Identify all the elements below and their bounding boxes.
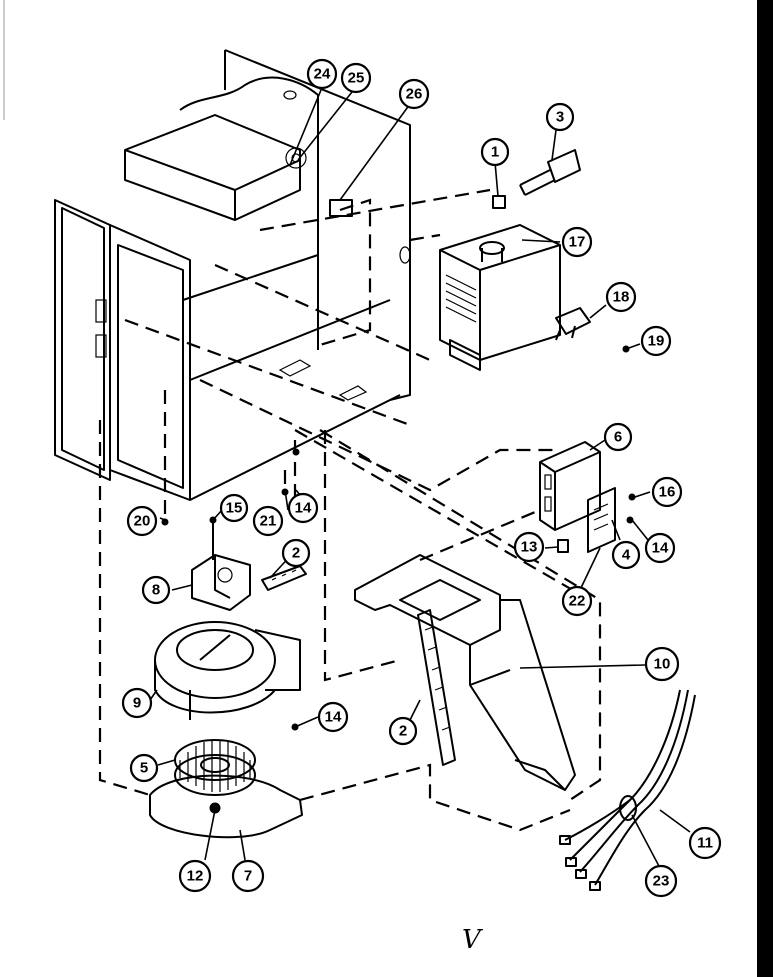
callout-11: 11 bbox=[688, 826, 722, 860]
callout-23: 23 bbox=[644, 864, 678, 898]
wire-harness bbox=[559, 689, 696, 891]
svg-text:6: 6 bbox=[614, 429, 622, 446]
callout-18: 18 bbox=[605, 281, 637, 313]
cabinet-chassis bbox=[54, 49, 411, 501]
svg-text:1: 1 bbox=[491, 144, 499, 161]
fan-blade bbox=[174, 739, 256, 796]
screw-21 bbox=[281, 488, 289, 496]
circuit-board bbox=[587, 487, 616, 553]
svg-text:2: 2 bbox=[292, 545, 300, 562]
callout-13: 13 bbox=[513, 531, 545, 563]
svg-text:11: 11 bbox=[697, 835, 713, 852]
fuse-13 bbox=[557, 539, 569, 553]
screw-20 bbox=[161, 518, 169, 526]
svg-text:18: 18 bbox=[613, 289, 630, 306]
callout-22: 22 bbox=[561, 585, 593, 617]
svg-text:17: 17 bbox=[569, 234, 586, 251]
callout-3: 3 bbox=[545, 102, 575, 132]
callout-14-center: 14 bbox=[287, 492, 319, 524]
callout-26: 26 bbox=[398, 78, 430, 110]
svg-text:5: 5 bbox=[140, 760, 148, 777]
bracket-horizontal bbox=[261, 565, 307, 591]
svg-text:10: 10 bbox=[654, 656, 671, 673]
magnetron bbox=[439, 224, 561, 371]
callout-24: 24 bbox=[306, 58, 338, 90]
svg-text:15: 15 bbox=[226, 500, 243, 517]
svg-text:14: 14 bbox=[325, 709, 342, 726]
air-duct bbox=[354, 554, 576, 791]
callout-25: 25 bbox=[340, 62, 372, 94]
callout-21: 21 bbox=[252, 505, 284, 537]
svg-text:26: 26 bbox=[406, 86, 423, 103]
svg-text:19: 19 bbox=[648, 333, 665, 350]
svg-text:8: 8 bbox=[152, 582, 160, 599]
callout-12: 12 bbox=[178, 859, 212, 893]
callout-8: 8 bbox=[141, 575, 171, 605]
svg-text:21: 21 bbox=[260, 513, 277, 530]
callout-19: 19 bbox=[640, 325, 672, 357]
callout-6: 6 bbox=[603, 422, 633, 452]
control-box bbox=[539, 441, 601, 531]
svg-text:23: 23 bbox=[653, 873, 670, 890]
callout-14-lower: 14 bbox=[317, 701, 349, 733]
svg-text:22: 22 bbox=[569, 593, 586, 610]
callout-20: 20 bbox=[126, 505, 158, 537]
screw-16 bbox=[628, 493, 636, 501]
svg-text:7: 7 bbox=[244, 868, 252, 885]
page-mark: V bbox=[462, 925, 483, 955]
svg-text:20: 20 bbox=[134, 513, 151, 530]
thermal-cutout bbox=[555, 307, 591, 341]
bracket-vertical bbox=[417, 609, 456, 766]
callout-2-vertical: 2 bbox=[388, 716, 418, 746]
fan-motor bbox=[191, 520, 251, 611]
svg-text:14: 14 bbox=[652, 540, 669, 557]
callout-14-right: 14 bbox=[644, 532, 676, 564]
svg-text:4: 4 bbox=[622, 547, 631, 564]
svg-text:2: 2 bbox=[399, 723, 407, 740]
callout-10: 10 bbox=[644, 646, 680, 682]
callout-2-horizontal: 2 bbox=[281, 538, 311, 568]
callout-16: 16 bbox=[651, 476, 683, 508]
callout-4: 4 bbox=[611, 540, 641, 570]
callout-1: 1 bbox=[480, 137, 510, 167]
assembly-dashed-lines bbox=[98, 188, 602, 832]
svg-text:16: 16 bbox=[659, 484, 676, 501]
screw-15 bbox=[209, 516, 217, 524]
svg-text:3: 3 bbox=[556, 109, 564, 126]
svg-text:14: 14 bbox=[295, 500, 312, 517]
page-edge-bar bbox=[757, 0, 773, 977]
blower-housing bbox=[154, 621, 301, 720]
base-plate bbox=[149, 774, 303, 839]
callout-15: 15 bbox=[219, 493, 249, 523]
small-fastener-1 bbox=[492, 195, 506, 209]
callout-9: 9 bbox=[121, 687, 153, 719]
callout-5: 5 bbox=[129, 753, 159, 783]
callout-7: 7 bbox=[231, 859, 265, 893]
svg-text:25: 25 bbox=[348, 70, 365, 87]
svg-text:9: 9 bbox=[133, 695, 141, 712]
plug-connector bbox=[519, 149, 581, 196]
svg-text:24: 24 bbox=[314, 66, 331, 83]
svg-text:13: 13 bbox=[521, 539, 538, 556]
screw-14-center bbox=[292, 448, 300, 456]
svg-text:12: 12 bbox=[187, 868, 204, 885]
screw-14-lower bbox=[291, 723, 299, 731]
callout-17: 17 bbox=[561, 226, 593, 258]
